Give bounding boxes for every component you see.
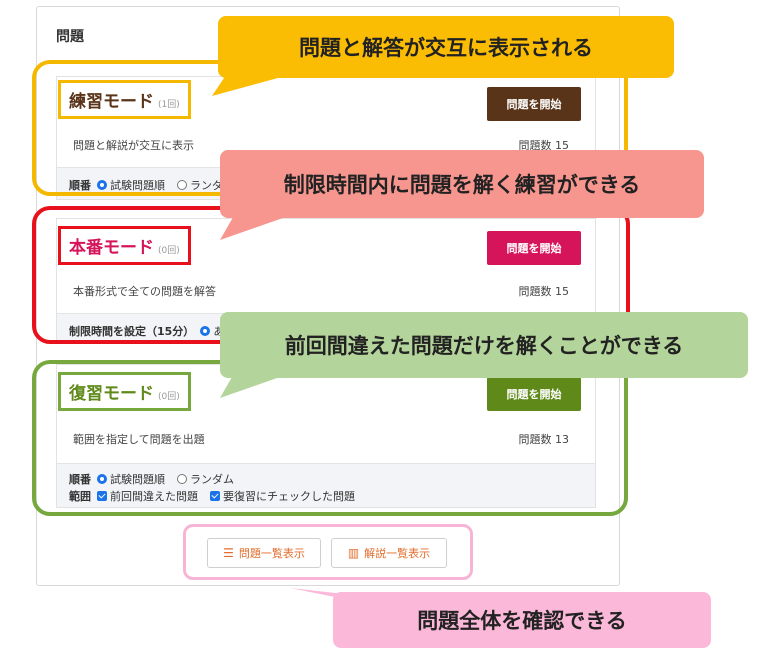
review-mode-card: 範囲を指定して問題を出題 問題数 13 問題を開始 順番 試験問題順 ランダム … xyxy=(56,364,596,508)
review-order-radio-exam-order[interactable] xyxy=(97,473,107,484)
practice-mode-title: 練習モード (1回) xyxy=(58,80,191,119)
practice-question-count: 問題数 15 xyxy=(518,139,570,152)
range-checkbox-wrong[interactable] xyxy=(97,490,107,501)
time-limit-option: あ xyxy=(213,324,225,338)
question-list-button[interactable]: ☰ 問題一覧表示 xyxy=(207,538,321,568)
review-mode-title: 復習モード (0回) xyxy=(58,372,191,411)
book-icon: ▥ xyxy=(347,546,360,560)
exam-description: 本番形式で全ての問題を解答 xyxy=(73,285,216,298)
exam-mode-title: 本番モード (0回) xyxy=(58,226,191,265)
review-order-option-exam-order: 試験問題順 xyxy=(110,472,165,486)
review-order-radio-random[interactable] xyxy=(177,473,187,484)
exam-callout-tail xyxy=(220,212,300,240)
range-option-review: 要復習にチェックした問題 xyxy=(223,489,355,503)
range-label: 範囲 xyxy=(69,489,91,503)
practice-callout: 問題と解答が交互に表示される xyxy=(218,16,674,78)
practice-callout-tail xyxy=(212,72,300,96)
explanation-list-label: 解説一覧表示 xyxy=(364,547,431,560)
panel-title: 問題 xyxy=(56,29,84,45)
exam-callout: 制限時間内に問題を解く練習ができる xyxy=(220,150,704,218)
explanation-list-button[interactable]: ▥ 解説一覧表示 xyxy=(331,538,447,568)
review-question-count: 問題数 13 xyxy=(518,433,570,446)
range-option-wrong: 前回間違えた問題 xyxy=(110,489,198,503)
order-radio-exam-order[interactable] xyxy=(97,179,107,190)
practice-start-button[interactable]: 問題を開始 xyxy=(487,87,581,121)
exam-title-text: 本番モード xyxy=(69,238,154,258)
practice-description: 問題と解説が交互に表示 xyxy=(73,139,194,152)
order-option-exam-order: 試験問題順 xyxy=(110,178,165,192)
overall-callout: 問題全体を確認できる xyxy=(333,592,711,648)
review-title-text: 復習モード xyxy=(69,384,154,404)
order-label: 順番 xyxy=(69,178,91,192)
review-order-option-random: ランダム xyxy=(190,472,234,486)
review-order-label: 順番 xyxy=(69,472,91,486)
review-description: 範囲を指定して問題を出題 xyxy=(73,433,205,446)
review-options: 順番 試験問題順 ランダム 範囲 前回間違えた問題 要復習にチェックした問題 xyxy=(57,463,595,507)
order-radio-random[interactable] xyxy=(177,179,187,190)
time-limit-label: 制限時間を設定（15分） xyxy=(69,324,195,338)
exam-count-note: (0回) xyxy=(158,246,180,256)
range-checkbox-review[interactable] xyxy=(210,490,220,501)
exam-question-count: 問題数 15 xyxy=(518,285,570,298)
review-count-note: (0回) xyxy=(158,392,180,402)
exam-start-button[interactable]: 問題を開始 xyxy=(487,231,581,265)
practice-count-note: (1回) xyxy=(158,100,180,110)
review-start-button[interactable]: 問題を開始 xyxy=(487,377,581,411)
review-callout: 前回間違えた問題だけを解くことができる xyxy=(220,312,748,378)
question-list-label: 問題一覧表示 xyxy=(238,547,305,560)
list-icon: ☰ xyxy=(223,546,234,560)
time-limit-radio[interactable] xyxy=(200,325,211,336)
practice-title-text: 練習モード xyxy=(69,92,154,112)
